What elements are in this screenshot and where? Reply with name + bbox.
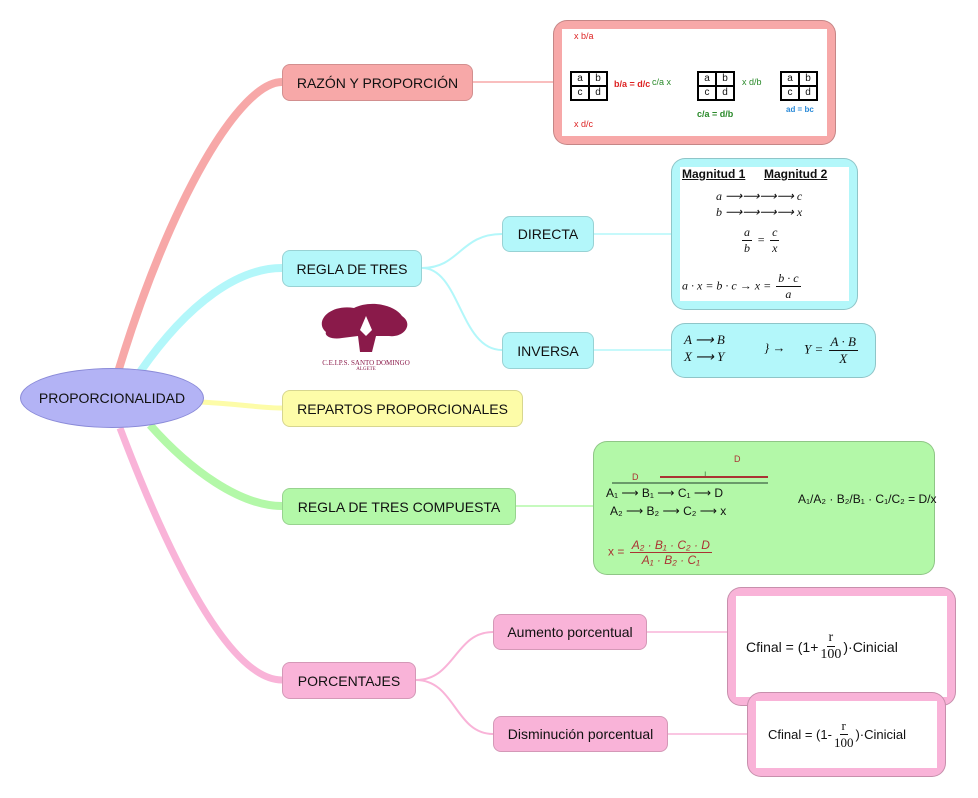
node-porcentajes[interactable]: PORCENTAJES — [282, 662, 416, 699]
razon-img-cells-1: b — [716, 72, 734, 86]
inversa-img-lhs: Y = — [804, 341, 824, 357]
razon-img-cells-0: a — [571, 72, 589, 86]
edge-porcentajes — [116, 426, 283, 684]
edge-disminucion — [415, 679, 494, 735]
compuesta-img-x-den: A₁ · B₂ · C₁ — [641, 553, 700, 567]
compuesta-img-x-lhs: x = — [608, 544, 625, 559]
logo-text: C.E.I.P.S. SANTO DOMINGO — [322, 359, 410, 367]
green-equation: c/a = d/b — [697, 109, 734, 119]
node-razon[interactable]: RAZÓN Y PROPORCIÓN — [282, 64, 473, 101]
edge-compuesta — [147, 422, 283, 510]
node-inversa[interactable]: INVERSA — [502, 332, 594, 369]
inversa-img-r2: X ⟶ Y — [684, 349, 725, 364]
razon-img-cells-0: a — [781, 72, 799, 86]
disminucion-img-lhs: Cfinal = (1- — [768, 727, 832, 742]
razon-img-cells-0: a — [698, 72, 716, 86]
compuesta-img-label-d1: D — [632, 472, 639, 482]
node-aumento[interactable]: Aumento porcentual — [493, 614, 647, 650]
directa-img-eq-num2: c — [770, 225, 780, 241]
green-left: c/a x — [652, 77, 672, 87]
directa-img-final-num: b · c — [776, 271, 801, 287]
inversa-img-arrow: } → — [764, 340, 786, 355]
node-directa[interactable]: DIRECTA — [502, 216, 594, 252]
compuesta-img-prop: A₁/A₂ · B₂/B₁ · C₁/C₂ = D/x — [798, 492, 937, 506]
razon-img-cells-3: d — [589, 86, 607, 100]
compuesta-img-row1: A₁ ⟶ B₁ ⟶ C₁ ⟶ D — [606, 486, 724, 500]
directa-img-eq-num1: a — [742, 225, 752, 241]
inversa-img-num: A · B — [828, 334, 858, 351]
aumento-img-den: 100 — [820, 647, 842, 662]
disminucion-img-den: 100 — [833, 735, 854, 750]
directa-img-final-left: a · x = b · c → x = — [682, 278, 772, 293]
school-logo: C.E.I.P.S. SANTO DOMINGO ALGETE — [314, 302, 418, 372]
disminucion-img-num: r — [839, 718, 848, 735]
directa-img-r2a: b — [716, 205, 722, 219]
edge-regla-tres — [136, 264, 283, 375]
red-equation: b/a = d/c — [614, 79, 651, 89]
razon-img-cells-3: d — [799, 86, 817, 100]
inversa-img-den: X — [839, 351, 848, 366]
razon-img-cells-2: c — [781, 86, 799, 100]
directa-img-h1: Magnitud 1 — [682, 167, 746, 181]
directa-img-final-den: a — [785, 287, 792, 301]
node-regla-tres[interactable]: REGLA DE TRES — [282, 250, 422, 287]
aumento-img-lhs: Cfinal = (1+ — [746, 638, 819, 655]
directa-img-r1b: c — [796, 189, 803, 203]
central-topic[interactable]: PROPORCIONALIDAD — [20, 368, 204, 428]
green-right: x d/b — [742, 77, 762, 87]
directa-img-eq-den1: b — [744, 241, 750, 255]
razon-img-cells-1: b — [799, 72, 817, 86]
blue-equation: ad = bc — [786, 105, 814, 114]
edge-aumento — [415, 631, 494, 681]
node-repartos[interactable]: REPARTOS PROPORCIONALES — [282, 390, 523, 427]
razon-img-cells-1: b — [589, 72, 607, 86]
compuesta-img-row2: A₂ ⟶ B₂ ⟶ C₂ ⟶ x — [610, 504, 727, 518]
compuesta-image: D D I A₁ ⟶ B₁ ⟶ C₁ ⟶ D A₂ ⟶ B₂ ⟶ C₂ ⟶ x … — [593, 441, 937, 575]
directa-img-r1a: a — [716, 189, 722, 203]
directa-img-h2: Magnitud 2 — [764, 167, 828, 181]
node-disminucion[interactable]: Disminución porcentual — [493, 716, 668, 752]
directa-img-r2b: x — [796, 205, 803, 219]
directa-image: Magnitud 1 Magnitud 2 a ⟶⟶⟶⟶ c b ⟶⟶⟶⟶ x … — [671, 158, 858, 310]
inversa-img-r1: A ⟶ B — [684, 332, 725, 347]
tree-logo-icon — [321, 303, 408, 352]
razon-img-cells-2: c — [571, 86, 589, 100]
disminucion-img-rhs: )·Cinicial — [855, 727, 907, 742]
bottom-multiplier: x d/c — [574, 119, 594, 129]
edge-directa — [421, 233, 503, 269]
node-compuesta[interactable]: REGLA DE TRES COMPUESTA — [282, 488, 516, 525]
compuesta-img-x-num: A₂ · B₁ · C₂ · D — [629, 538, 712, 553]
logo-subtext: ALGETE — [356, 367, 376, 372]
compuesta-img-label-d2: D — [734, 454, 741, 464]
aumento-img-num: r — [826, 630, 836, 647]
aumento-img-rhs: )·Cinicial — [843, 638, 898, 655]
compuesta-img-label-i: I — [704, 470, 707, 480]
top-multiplier: x b/a — [574, 31, 594, 41]
central-topic-label: PROPORCIONALIDAD — [38, 390, 186, 406]
edge-inversa — [421, 267, 503, 351]
directa-img-eq-den2: x — [772, 241, 778, 255]
edge-razon — [114, 78, 283, 374]
razon-img-cells-2: c — [698, 86, 716, 100]
edge-repartos — [199, 399, 283, 411]
razon-img-cells-3: d — [716, 86, 734, 100]
